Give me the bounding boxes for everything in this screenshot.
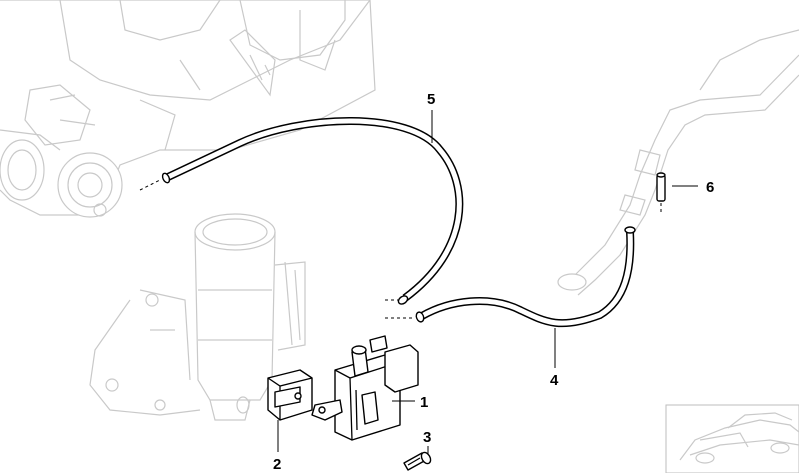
callout-5: 5 <box>427 91 435 108</box>
hose-connector-part-6 <box>656 172 666 212</box>
callout-1: 1 <box>420 394 428 411</box>
vehicle-inset-thumbnail <box>665 404 799 473</box>
pressure-converter-part-1 <box>311 335 419 441</box>
callout-2: 2 <box>273 456 281 473</box>
bolt-part-3 <box>403 451 432 471</box>
throttle-housing-ghost <box>89 213 306 421</box>
engine-context-ghost <box>0 0 376 218</box>
callout-3: 3 <box>423 429 431 446</box>
vacuum-hose-part-4 <box>415 226 636 328</box>
bracket-part-2 <box>267 369 313 421</box>
callout-4: 4 <box>550 372 559 389</box>
vacuum-hose-part-5 <box>161 117 464 305</box>
reservoir-pipe-ghost <box>557 29 799 296</box>
callout-6: 6 <box>706 179 714 196</box>
